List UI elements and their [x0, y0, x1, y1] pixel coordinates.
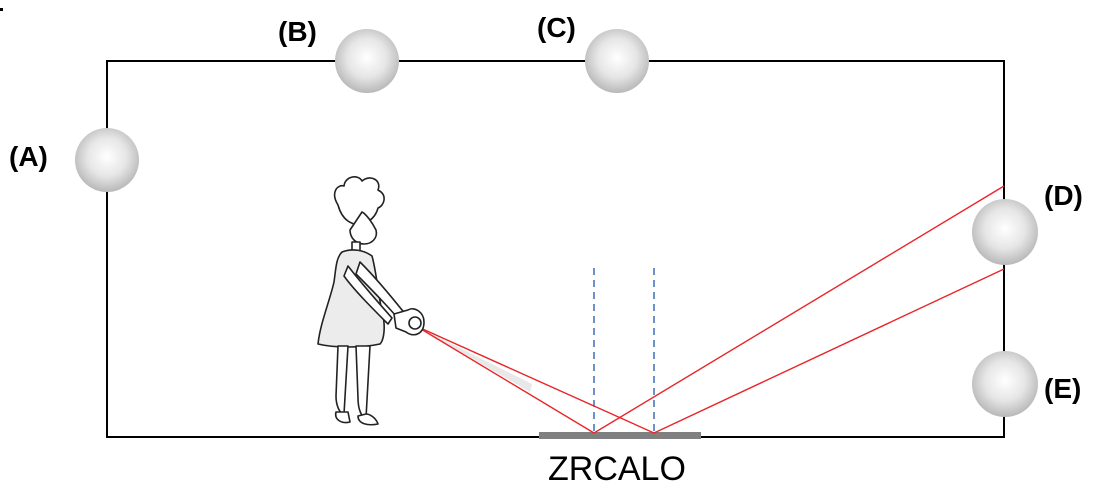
- label-bulb-e: (E): [1044, 373, 1082, 404]
- bulb-a: [75, 128, 139, 192]
- mirror-label: ZRCALO: [548, 450, 686, 488]
- bulb-d: [972, 199, 1038, 265]
- ray-reflected-1: [593, 185, 1005, 434]
- girl-figure: [317, 176, 425, 426]
- mirror-bar: [539, 432, 701, 439]
- light-cone: [416, 326, 532, 392]
- label-bulb-c: (C): [537, 12, 576, 43]
- room-outline: [106, 60, 1005, 438]
- ray-incident-2: [415, 325, 655, 434]
- bulb-b: [335, 29, 399, 93]
- label-bulb-a: (A): [9, 141, 48, 172]
- corner-tick: [0, 8, 3, 11]
- label-bulb-d: (D): [1044, 180, 1083, 211]
- ray-incident-1: [415, 325, 595, 434]
- label-bulb-b: (B): [278, 16, 317, 47]
- bulb-e: [972, 351, 1038, 417]
- ray-reflected-2: [653, 268, 1005, 434]
- bulb-c: [585, 29, 649, 93]
